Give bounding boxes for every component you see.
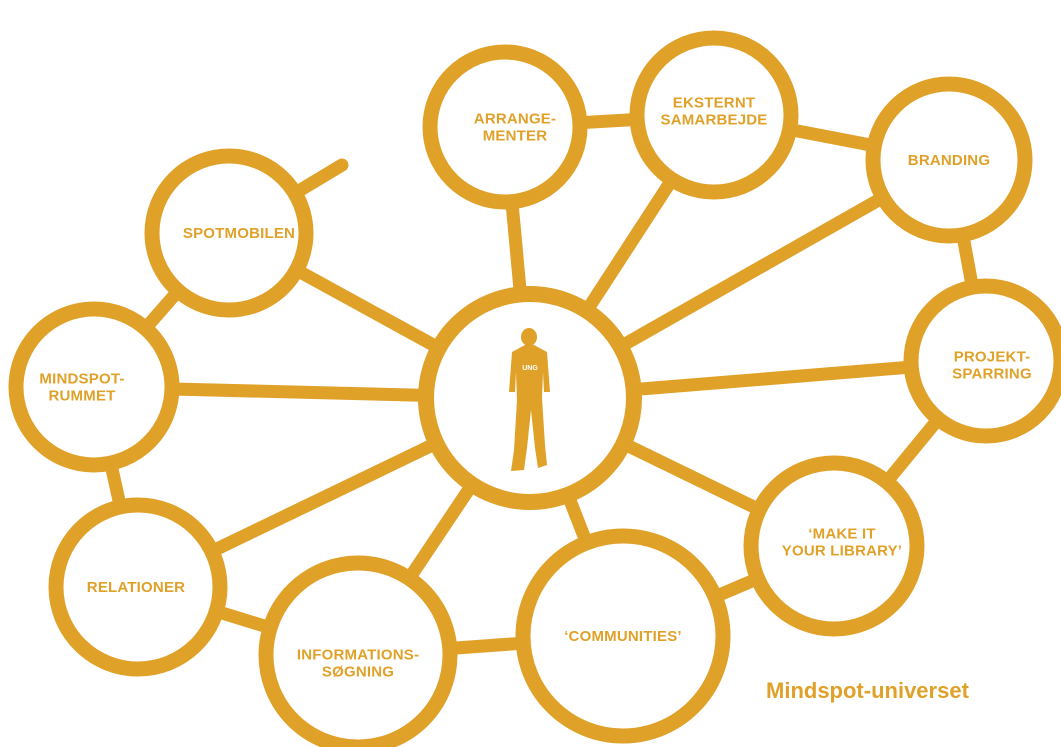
node-label-line: INFORMATIONS- bbox=[297, 647, 419, 664]
node-label-line: SØGNING bbox=[322, 664, 394, 681]
node-label-line: RELATIONER bbox=[87, 579, 185, 596]
node-circle bbox=[8, 301, 180, 473]
diagram-caption: Mindspot-universet bbox=[766, 678, 969, 703]
node-label-line: YOUR LIBRARY’ bbox=[782, 543, 902, 560]
node-circle bbox=[515, 528, 731, 744]
center-circle: UNG bbox=[418, 286, 642, 510]
node-circle bbox=[903, 278, 1061, 444]
node-circle bbox=[865, 76, 1033, 244]
node-circle bbox=[48, 497, 228, 677]
node-label-line: MENTER bbox=[483, 128, 548, 145]
node-label-line: ARRANGE- bbox=[474, 111, 556, 128]
node-label-line: ‘MAKE IT bbox=[808, 526, 875, 543]
node-label-line: EKSTERNT bbox=[673, 95, 755, 112]
node-circle bbox=[144, 148, 314, 318]
node-relationer: RELATIONER bbox=[48, 497, 228, 677]
node-label-line: BRANDING bbox=[908, 152, 990, 169]
topic-circles: ARRANGE-MENTEREKSTERNTSAMARBEJDEBRANDING… bbox=[8, 30, 1061, 747]
node-projektsparring: PROJEKT-SPARRING bbox=[903, 278, 1061, 444]
node-informationssogning: INFORMATIONS-SØGNING bbox=[258, 555, 458, 747]
node-circle bbox=[258, 555, 458, 747]
node-arrangementer: ARRANGE-MENTER bbox=[422, 44, 588, 210]
shirt-text: UNG bbox=[522, 365, 538, 372]
node-branding: BRANDING bbox=[865, 76, 1033, 244]
node-label-line: RUMMET bbox=[48, 388, 115, 405]
node-circle bbox=[422, 44, 588, 210]
node-circle bbox=[629, 30, 799, 200]
node-communities: ‘COMMUNITIES’ bbox=[515, 528, 731, 744]
node-label-line: SPARRING bbox=[952, 366, 1032, 383]
node-label-line: SPOTMOBILEN bbox=[183, 225, 295, 242]
node-mindspotrummet: MINDSPOT-RUMMET bbox=[8, 301, 180, 473]
node-label-line: MINDSPOT- bbox=[39, 371, 124, 388]
node-label-line: ‘COMMUNITIES’ bbox=[564, 628, 682, 645]
node-label-line: PROJEKT- bbox=[954, 349, 1031, 366]
node-circle bbox=[743, 455, 925, 637]
node-label-line: SAMARBEJDE bbox=[660, 112, 767, 129]
node-spotmobilen: SPOTMOBILEN bbox=[144, 148, 314, 318]
person-silhouette-icon: UNG bbox=[509, 328, 550, 471]
